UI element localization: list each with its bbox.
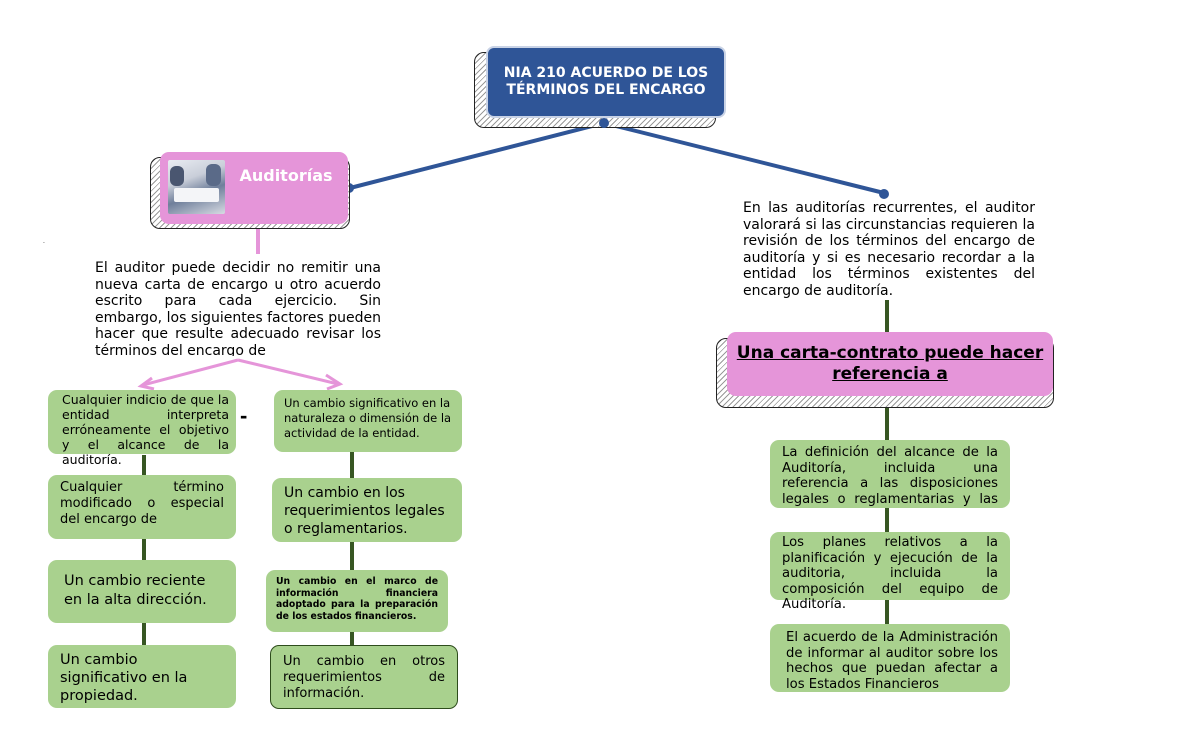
carta-heading: Una carta-contrato puede hacer referenci… — [736, 343, 1044, 384]
arrow-right-head — [325, 373, 344, 391]
connector-title-left — [349, 121, 605, 190]
left-item-2: Cualquier término modificado o especial … — [48, 475, 236, 539]
left-item-8: Un cambio en otros requerimientos de inf… — [270, 645, 458, 709]
right-anchor-dot — [879, 189, 889, 199]
carta-node: Una carta-contrato puede hacer referenci… — [727, 332, 1053, 396]
left-description: El auditor puede decidir no remitir una … — [95, 260, 381, 356]
left-item-5: Un cambio significativo en la naturaleza… — [274, 390, 462, 452]
left-item-4: Un cambio significativo en la propiedad. — [48, 645, 236, 708]
stray-dash: - — [240, 403, 247, 428]
title-text: NIA 210 ACUERDO DE LOS TÉRMINOS DEL ENCA… — [503, 65, 709, 98]
auditorias-heading: Auditorías — [239, 166, 333, 185]
arrow-left — [142, 358, 239, 387]
right-description: En las auditorías recurrentes, el audito… — [743, 200, 1035, 299]
connector-title-right — [603, 121, 885, 195]
left-item-1: Cualquier indicio de que la entidad inte… — [48, 390, 236, 467]
left-item-3: Un cambio reciente en la alta dirección. — [48, 560, 236, 623]
stray-mark: . — [43, 238, 45, 245]
arrow-right — [237, 358, 339, 386]
right-item-1: La definición del alcance de la Auditorí… — [770, 440, 1010, 508]
left-item-7: Un cambio en el marco de información fin… — [266, 570, 448, 632]
right-item-3: El acuerdo de la Administración de infor… — [770, 624, 1010, 692]
auditorias-node: Auditorías — [160, 152, 348, 224]
title-node: NIA 210 ACUERDO DE LOS TÉRMINOS DEL ENCA… — [486, 46, 726, 118]
meeting-photo-icon — [168, 160, 225, 214]
left-item-6: Un cambio en los requerimientos legales … — [272, 478, 462, 542]
right-item-2: Los planes relativos a la planificación … — [770, 532, 1010, 612]
title-anchor-dot — [599, 118, 609, 128]
arrow-left-head — [137, 376, 155, 391]
